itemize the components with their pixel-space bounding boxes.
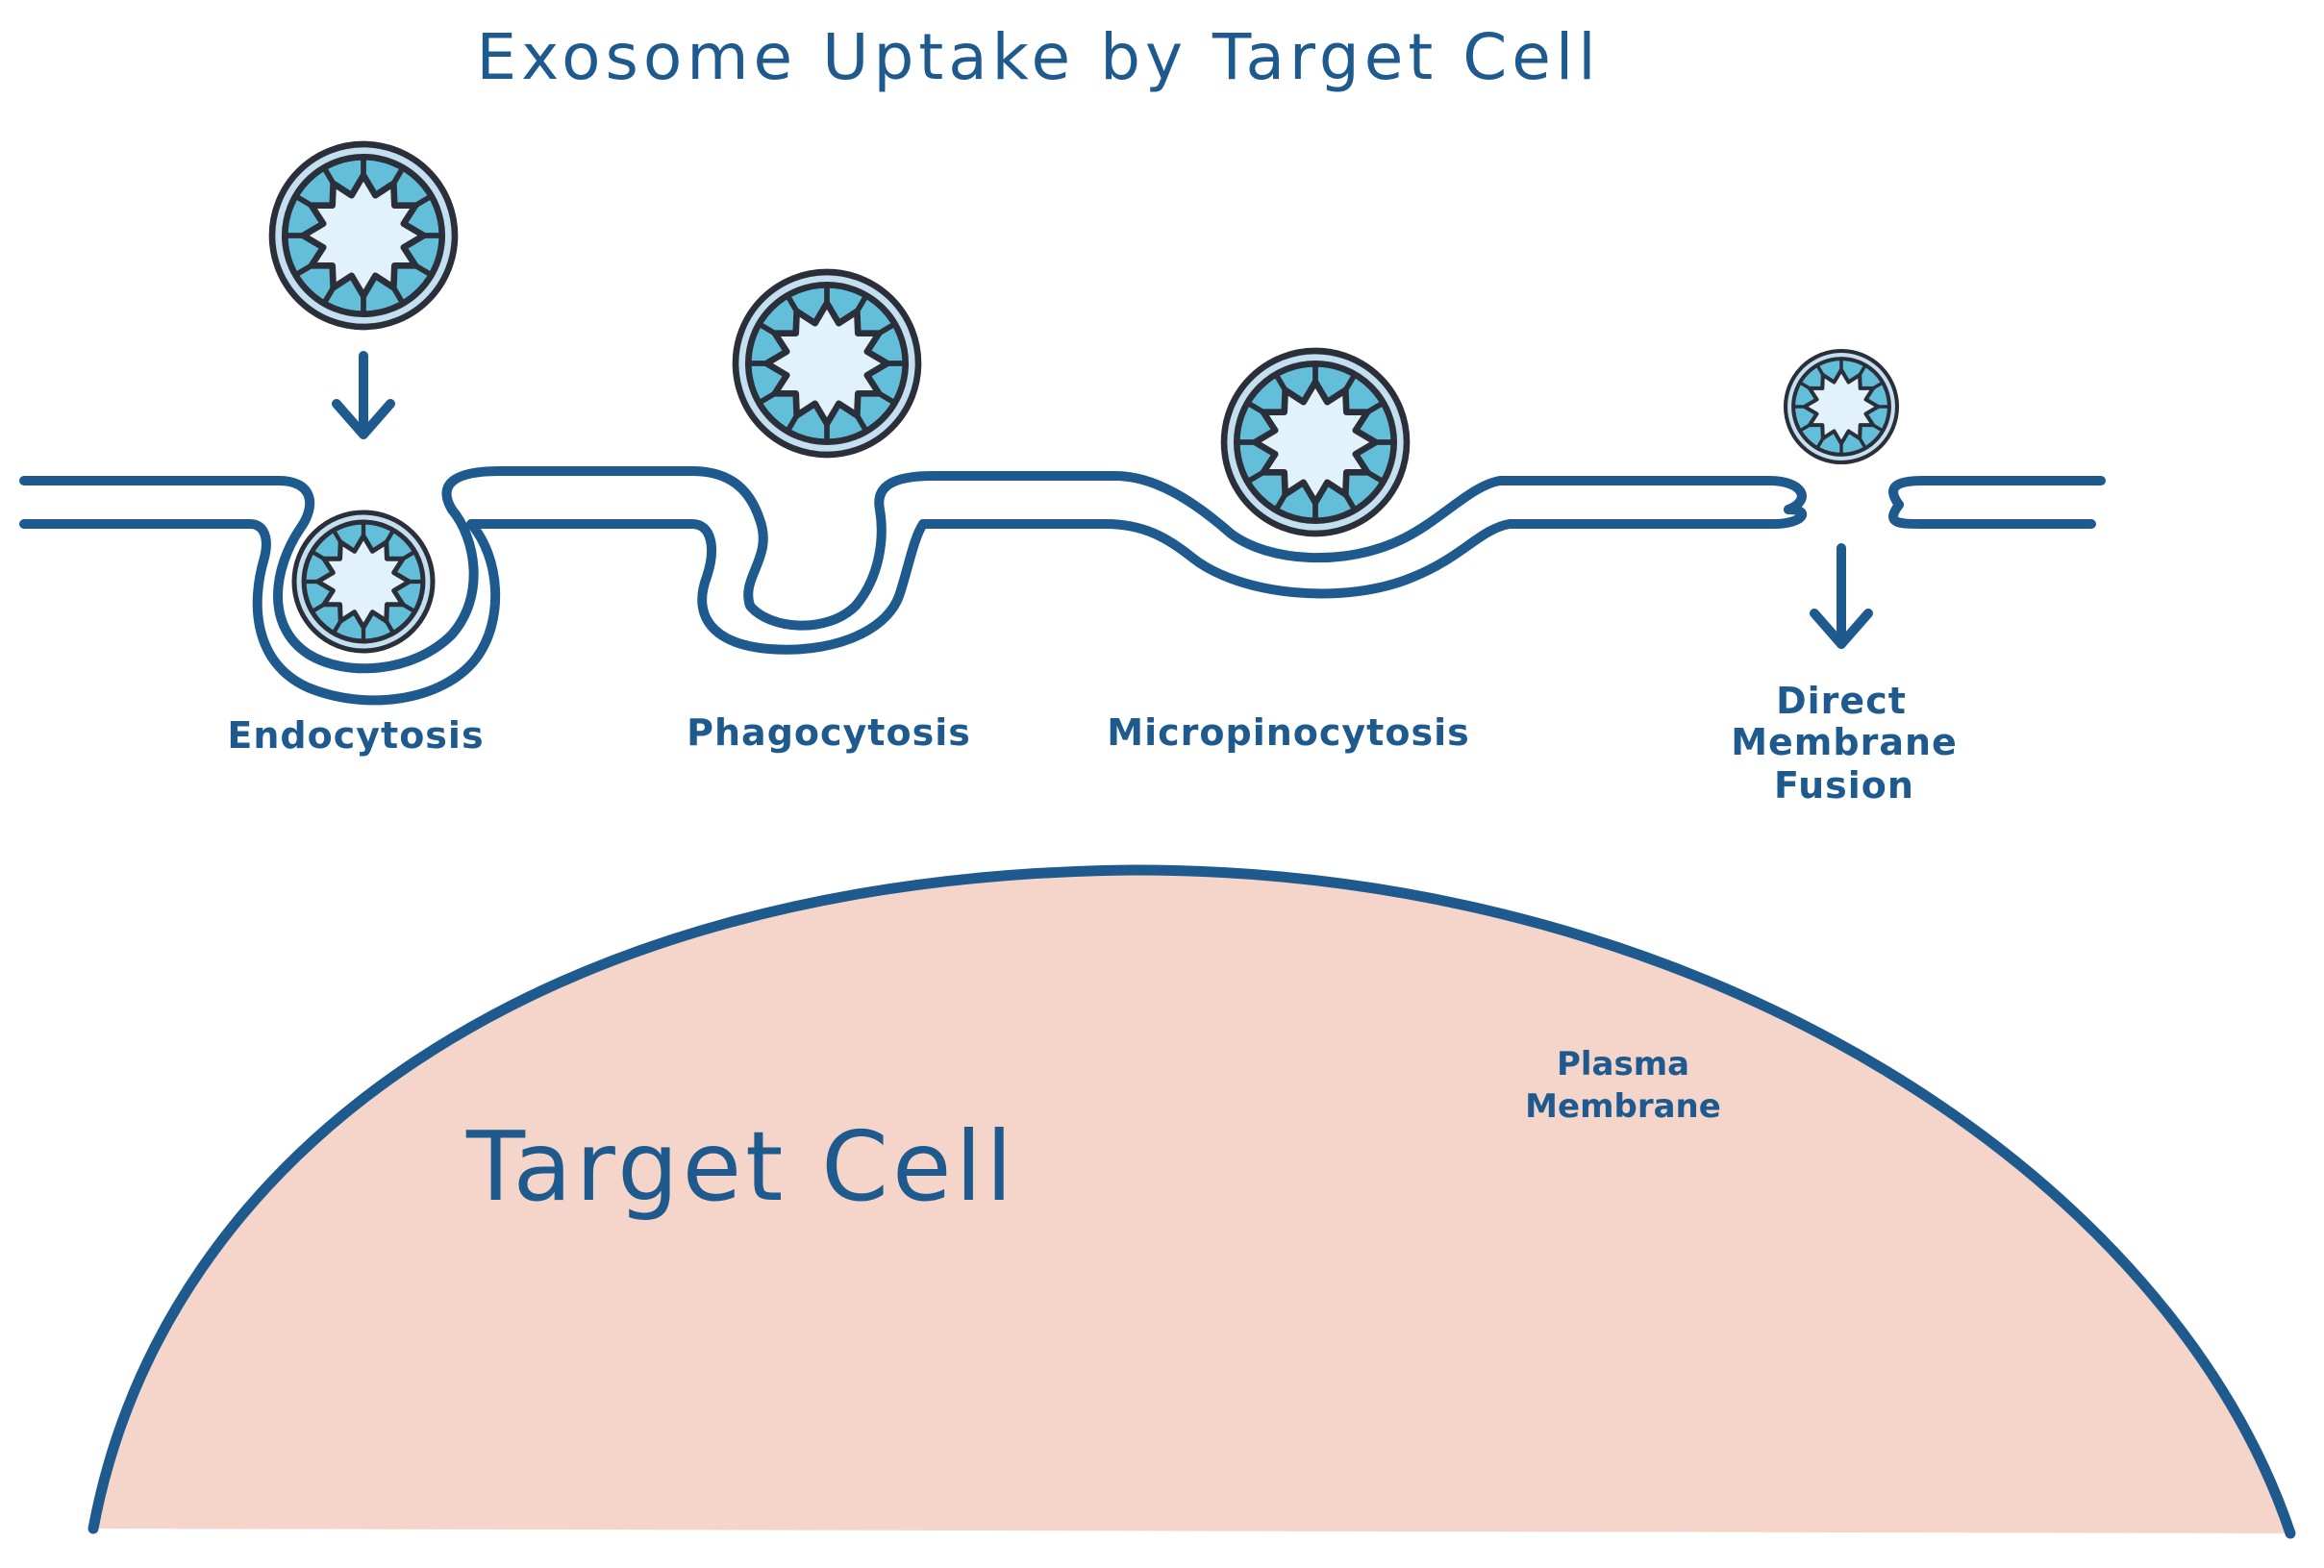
label-fusion-line-1: Direct [1776,680,1907,722]
arrow-endocytosis-icon [332,351,395,439]
label-fusion-line-2: Membrane [1731,721,1958,763]
membrane-inner-line [19,505,1807,706]
exosome-fusion [1786,351,1897,462]
label-direct-membrane-fusion: Direct Membrane Fusion [1731,680,1958,807]
arrow-fusion-icon [1810,543,1873,649]
exosome-endocytosis-engulfed [294,512,433,651]
plasma-membrane-line-1: Plasma [1557,1045,1689,1083]
diagram-title: Exosome Uptake by Target Cell [476,20,1600,94]
plasma-membrane-line-2: Membrane [1525,1087,1721,1126]
label-endocytosis: Endocytosis [227,714,484,757]
exosome-phagocytosis [736,272,918,455]
exosome-endocytosis-incoming [272,144,455,327]
label-fusion-line-3: Fusion [1774,764,1914,807]
target-cell-label: Target Cell [465,1110,1016,1223]
label-micropinocytosis: Micropinocytosis [1107,711,1469,754]
label-phagocytosis: Phagocytosis [687,711,971,754]
plasma-membrane-outline [87,864,2296,1539]
plasma-membrane-label: Plasma Membrane [1525,1045,1721,1126]
membrane [19,466,2106,706]
membrane-outer-right [1888,476,2106,510]
target-cell [93,870,2290,1533]
membrane-outer-line [19,466,1807,674]
exosome-micropinocytosis [1224,351,1407,534]
membrane-inner-right [1888,500,2096,529]
